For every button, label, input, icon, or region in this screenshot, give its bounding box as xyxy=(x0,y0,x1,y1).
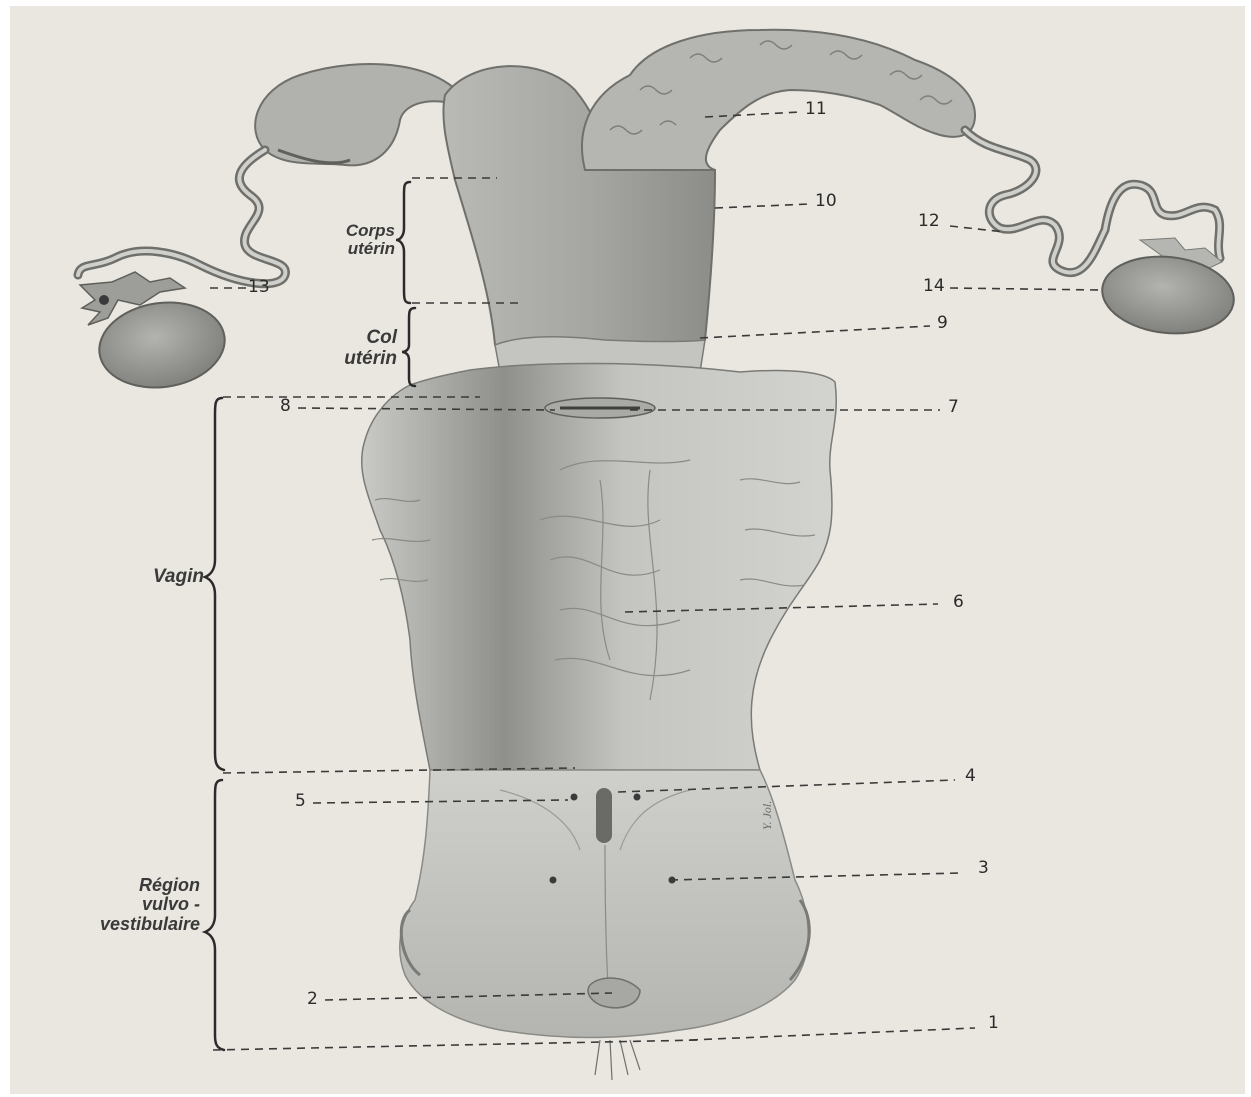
callout-1: 1 xyxy=(988,1015,999,1032)
callout-14: 14 xyxy=(923,278,945,295)
label-corps-uterin-line-1: Corps xyxy=(300,222,395,240)
callout-12: 12 xyxy=(918,213,940,230)
label-col-uterin-line-2: utérin xyxy=(300,349,397,370)
callout-11: 11 xyxy=(805,101,827,118)
label-corps-uterin-line-2: utérin xyxy=(300,240,395,258)
label-region-line-3: vestibulaire xyxy=(40,915,200,934)
callout-13: 13 xyxy=(248,279,270,296)
label-corps-uterin: Corps utérin xyxy=(300,222,395,259)
callout-8: 8 xyxy=(280,398,291,415)
label-vagin: Vagin xyxy=(100,567,204,588)
label-vagin-line-1: Vagin xyxy=(100,567,204,588)
vulva xyxy=(400,770,810,1080)
callout-6: 6 xyxy=(953,594,964,611)
callout-9: 9 xyxy=(937,315,948,332)
callout-2: 2 xyxy=(307,991,318,1008)
label-region-vulvo-vestibulaire: Région vulvo - vestibulaire xyxy=(40,876,200,934)
label-col-uterin-line-1: Col xyxy=(300,328,397,349)
vagina xyxy=(362,364,837,771)
left-ovary xyxy=(80,272,230,395)
callout-5: 5 xyxy=(295,793,306,810)
callout-3: 3 xyxy=(978,860,989,877)
left-fallopian-tube xyxy=(78,64,470,284)
artist-signature: Y. Jol. xyxy=(760,801,775,830)
callout-7: 7 xyxy=(948,399,959,416)
label-region-line-2: vulvo - xyxy=(40,895,200,914)
callout-10: 10 xyxy=(815,193,837,210)
callout-4: 4 xyxy=(965,768,976,785)
label-col-uterin: Col utérin xyxy=(300,328,397,369)
region-brackets xyxy=(205,182,415,1050)
label-region-line-1: Région xyxy=(40,876,200,895)
